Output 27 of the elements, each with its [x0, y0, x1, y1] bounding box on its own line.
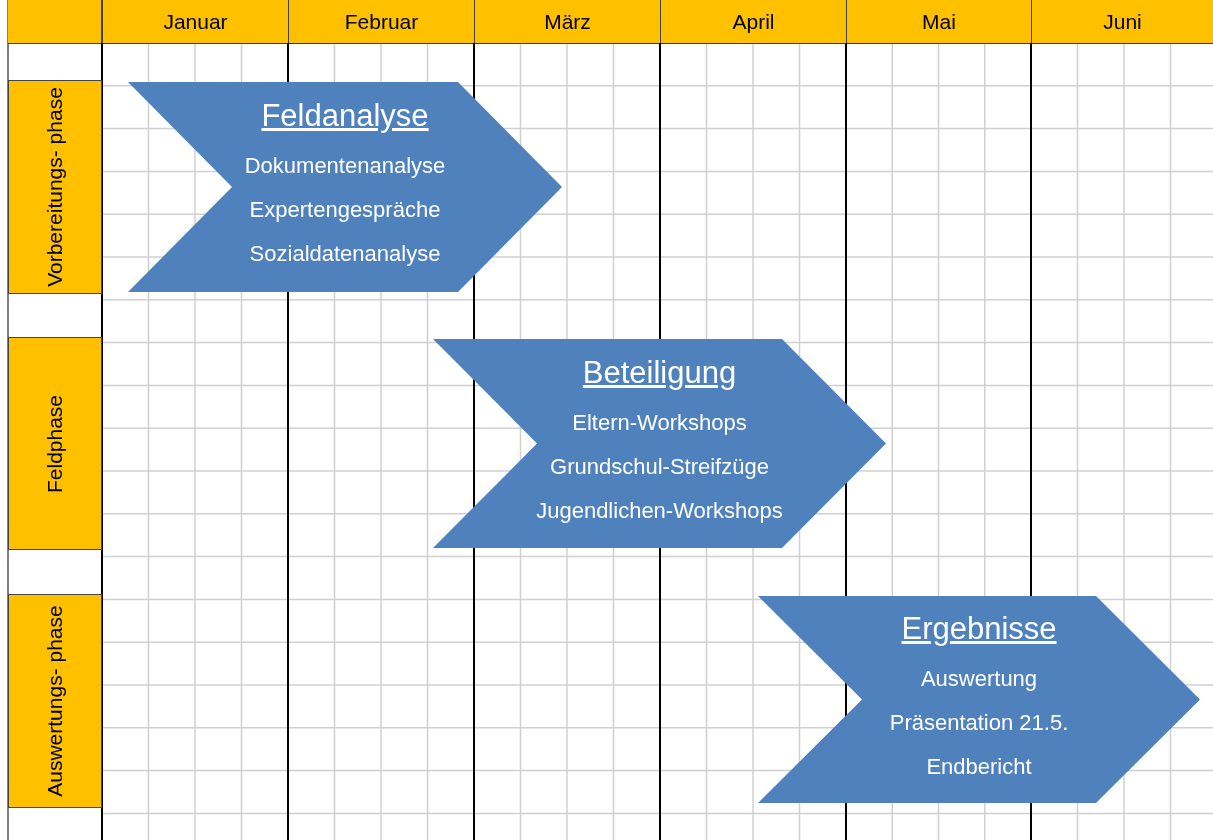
phase-band [8, 337, 102, 550]
month-header: Mai [846, 0, 1031, 43]
phase-band [8, 594, 102, 808]
task-item: Jugendlichen-Workshops [536, 496, 783, 525]
task-item: Sozialdatenanalyse [249, 240, 441, 268]
month-header: Januar [102, 0, 288, 43]
task-item: Dokumentenanalyse [244, 152, 446, 180]
phase-label: Feldphase [41, 393, 67, 495]
chevron-block [758, 596, 1200, 803]
chevron-block [433, 339, 886, 548]
task-item: Eltern-Workshops [572, 408, 747, 437]
phase-title: Ergebnisse [901, 610, 1057, 647]
phase-label: Auswertungs- phase [41, 604, 67, 799]
month-header: Februar [288, 0, 474, 43]
month-header: März [474, 0, 660, 43]
month-header: Juni [1031, 0, 1213, 43]
task-item: Endbericht [926, 752, 1032, 781]
phase-label: Vorbereitungs- phase [41, 87, 67, 287]
task-item: Präsentation 21.5. [889, 708, 1069, 737]
task-item: Grundschul-Streifzüge [550, 452, 769, 481]
task-item: Auswertung [920, 664, 1038, 693]
phase-band [8, 80, 102, 294]
chevron-block [128, 82, 562, 292]
phase-title: Feldanalyse [261, 98, 429, 134]
month-header: April [660, 0, 846, 43]
task-item: Expertengespräche [249, 196, 441, 224]
phase-title: Beteiligung [582, 354, 737, 391]
